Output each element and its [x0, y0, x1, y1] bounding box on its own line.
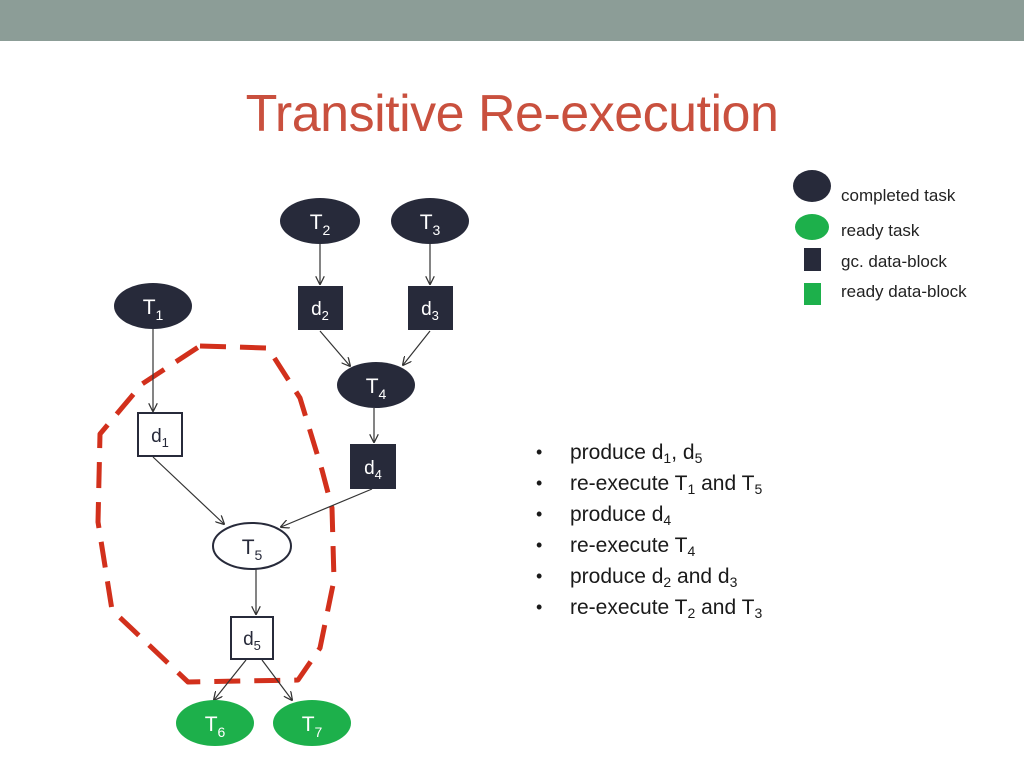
- bullet-item: produce d2 and d3: [532, 561, 762, 592]
- bullet-item: re-execute T4: [532, 530, 762, 561]
- dark-square-icon: [804, 248, 821, 271]
- bullet-item: produce d4: [532, 499, 762, 530]
- edge-d5-t6: [214, 659, 247, 700]
- legend-label-ready-data-block: ready data-block: [841, 282, 967, 301]
- data-block-d2: d2: [298, 286, 343, 330]
- bullet-item: re-execute T2 and T3: [532, 592, 762, 623]
- task-node-t2: T2: [280, 198, 360, 244]
- svg-text:d5: d5: [243, 629, 261, 653]
- bullet-item: produce d1, d5: [532, 437, 762, 468]
- bullet-text: produce d: [570, 565, 664, 588]
- data-block-d4: d4: [350, 444, 396, 489]
- edge-d2-t4: [319, 330, 350, 366]
- bullet-subscript: 4: [687, 543, 696, 559]
- data-block-d5: d5: [230, 616, 274, 660]
- bullet-text: and T: [695, 472, 755, 495]
- bullet-text: , d: [671, 441, 695, 464]
- svg-text:T4: T4: [366, 375, 387, 402]
- svg-text:T5: T5: [242, 536, 263, 563]
- bullet-subscript: 2: [663, 574, 672, 590]
- green-ellipse-icon: [795, 214, 829, 240]
- bullet-text: re-execute T: [570, 596, 688, 619]
- data-block-d1: d1: [137, 412, 183, 457]
- bullet-subscript: 1: [687, 481, 696, 497]
- svg-text:T1: T1: [143, 296, 164, 323]
- svg-text:T3: T3: [420, 211, 441, 238]
- bullet-item: re-execute T1 and T5: [532, 468, 762, 499]
- legend-label-completed-task: completed task: [841, 186, 956, 205]
- bullet-subscript: 2: [687, 605, 696, 621]
- svg-text:d1: d1: [151, 426, 169, 450]
- task-node-t1: T1: [114, 283, 192, 329]
- task-node-t4: T4: [337, 362, 415, 408]
- edge-d3-t4: [403, 330, 431, 365]
- green-square-icon: [804, 283, 821, 305]
- bullet-subscript: 4: [663, 512, 672, 528]
- task-node-t3: T3: [391, 198, 469, 244]
- bullet-subscript: 3: [754, 605, 763, 621]
- edge-d1-t5: [152, 456, 224, 524]
- svg-text:d4: d4: [364, 458, 382, 482]
- svg-text:T2: T2: [310, 211, 331, 238]
- edges: [153, 244, 430, 700]
- bullet-text: produce d: [570, 503, 664, 526]
- task-node-t5: T5: [212, 522, 292, 570]
- svg-text:d3: d3: [421, 299, 439, 323]
- task-node-t6: T6: [176, 700, 254, 746]
- bullet-subscript: 5: [694, 450, 703, 466]
- bullet-text: re-execute T: [570, 534, 688, 557]
- dark-ellipse-icon: [793, 170, 831, 202]
- edge-d4-t5: [281, 488, 373, 527]
- legend-label-gc-data-block: gc. data-block: [841, 252, 947, 271]
- edge-d5-t7: [261, 659, 292, 700]
- bullet-text: and T: [695, 596, 755, 619]
- re-execution-region: [95, 343, 337, 685]
- data-block-d3: d3: [408, 286, 453, 330]
- svg-text:T6: T6: [205, 713, 226, 740]
- bullet-subscript: 3: [729, 574, 738, 590]
- legend-label-ready-task: ready task: [841, 221, 920, 240]
- bullet-text: produce d: [570, 441, 664, 464]
- svg-text:d2: d2: [311, 299, 329, 323]
- svg-text:T7: T7: [302, 713, 323, 740]
- bullet-list: produce d1, d5 re-execute T1 and T5 prod…: [532, 437, 762, 623]
- bullet-text: re-execute T: [570, 472, 688, 495]
- header-bar: [0, 0, 1024, 41]
- bullet-subscript: 5: [754, 481, 763, 497]
- bullet-subscript: 1: [663, 450, 672, 466]
- bullet-text: and d: [671, 565, 730, 588]
- task-node-t7: T7: [273, 700, 351, 746]
- slide-title: Transitive Re-execution: [245, 85, 779, 143]
